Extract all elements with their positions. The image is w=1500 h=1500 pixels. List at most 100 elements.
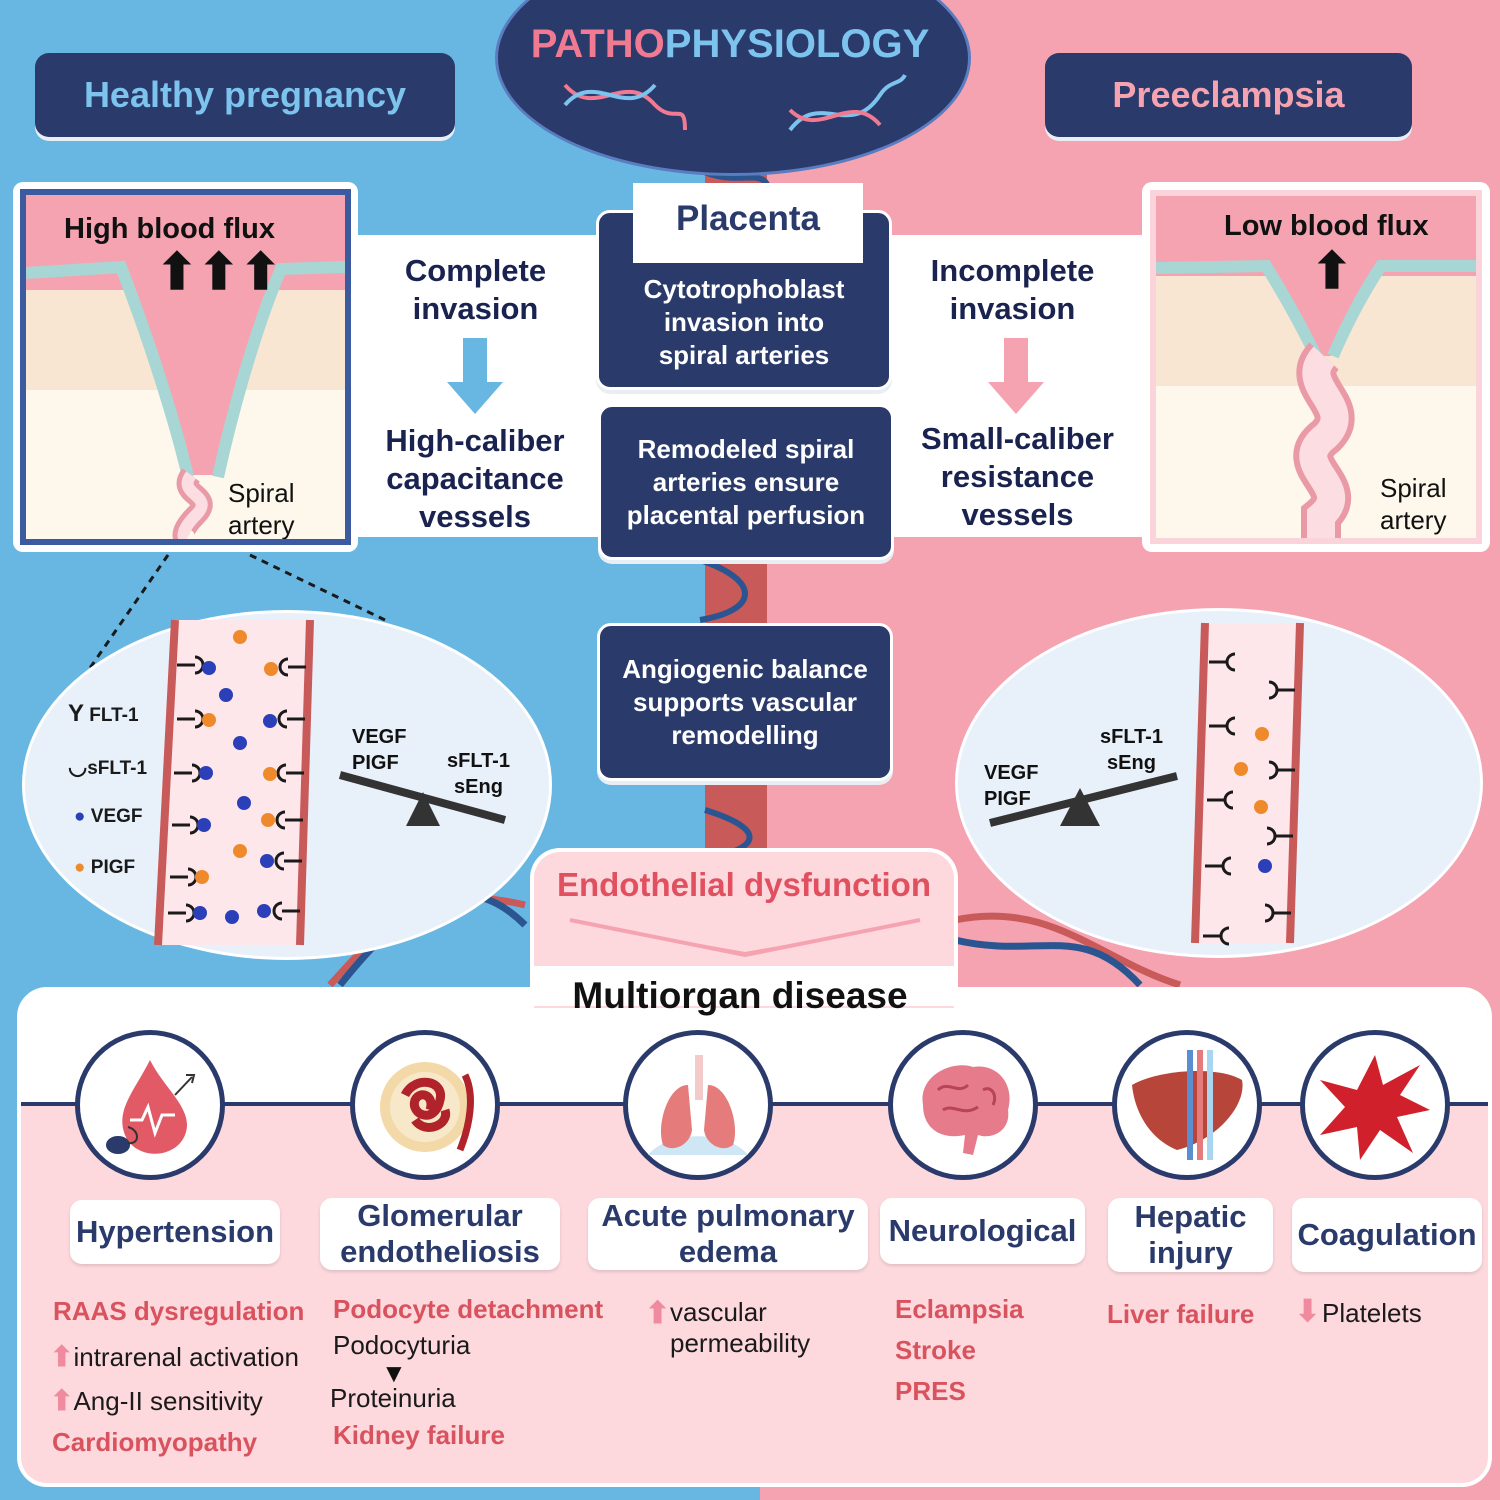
- incomplete-invasion-text: Incomplete invasion: [905, 252, 1120, 328]
- pulmonary-label-line2: edema: [678, 1234, 778, 1269]
- hypertension-circle: [75, 1030, 225, 1180]
- intrarenal-text: intrarenal activation: [73, 1342, 299, 1372]
- endothelial-dysfunction-label: Endothelial dysfunction: [556, 866, 931, 903]
- high-blood-flux-label: High blood flux: [64, 213, 276, 245]
- spiral-artery-label-line1: Spiral: [228, 478, 295, 508]
- legend-sflt1-label: sFLT-1: [87, 758, 148, 779]
- spiral-artery-label-line2: artery: [228, 510, 295, 540]
- legend-sflt1: ◡sFLT-1: [68, 754, 147, 780]
- remodeled-line3: placental perfusion: [626, 499, 866, 530]
- pigf-dot-icon: ●: [74, 857, 86, 878]
- healthy-artery-illustration: [26, 195, 345, 539]
- up-arrows-icon: ⬆⬆⬆: [156, 244, 282, 300]
- blood-drop-pressure-icon: [106, 1060, 196, 1154]
- kidney-glomerulus-icon: [380, 1062, 474, 1152]
- preeclampsia-balance-seng: sEng: [1107, 752, 1156, 774]
- hepatic-label-line2: injury: [1148, 1235, 1233, 1270]
- neurological-circle: [888, 1030, 1038, 1180]
- chevron-down-icon: [569, 918, 921, 958]
- small-caliber-text: Small-caliber resistance vessels: [900, 420, 1135, 534]
- hypertension-label: Hypertension: [70, 1200, 280, 1264]
- legend-vegf: ● VEGF: [74, 806, 143, 828]
- eclampsia-text: Eclampsia: [895, 1294, 1024, 1324]
- cardiomyopathy-text: Cardiomyopathy: [52, 1427, 258, 1457]
- high-caliber-text: High-caliber capacitance vessels: [360, 422, 590, 536]
- remodeled-line2: arteries ensure: [652, 466, 840, 497]
- preeclampsia-artery-illustration: [1156, 196, 1476, 538]
- angiogenic-line2: supports vascular: [633, 686, 857, 717]
- high-caliber-line1: High-caliber: [385, 423, 565, 458]
- spiral-artery-label-right-line1: Spiral: [1380, 473, 1447, 503]
- stroke-text: Stroke: [895, 1335, 976, 1365]
- remodeled-arteries-box: Remodeled spiral arteries ensure placent…: [598, 404, 894, 560]
- page-title: PATHOPHYSIOLOGY: [495, 22, 965, 67]
- healthy-pregnancy-header: Healthy pregnancy: [35, 53, 455, 137]
- cytotrophoblast-line3: spiral arteries: [658, 339, 830, 370]
- complete-invasion-line1: Complete: [404, 253, 547, 288]
- neurological-label: Neurological: [880, 1198, 1085, 1264]
- intrarenal-row: ⬆intrarenal activation: [50, 1340, 299, 1373]
- sflt1-icon: ◡: [68, 754, 88, 779]
- preeclampsia-balance-right-label: sFLT-1 sEng: [1100, 724, 1163, 776]
- podocyte-detachment-text: Podocyte detachment: [333, 1294, 604, 1324]
- legend-flt1: Y FLT-1: [68, 700, 139, 728]
- preeclampsia-artery-panel: Low blood flux ⬆ Spiral artery: [1150, 190, 1482, 544]
- healthy-balance-left-label: VEGF PIGF: [352, 724, 406, 776]
- angiogenic-line1: Angiogenic balance: [622, 653, 868, 684]
- pulmonary-circle: [623, 1030, 773, 1180]
- liver-failure-text: Liver failure: [1107, 1299, 1255, 1329]
- liver-icon: [1132, 1050, 1243, 1160]
- high-caliber-line3: vessels: [418, 499, 532, 534]
- healthy-balance-right-label: sFLT-1 sEng: [447, 748, 510, 800]
- zoom-lines: [88, 553, 386, 669]
- cytotrophoblast-line1: Cytotrophoblast: [643, 273, 845, 304]
- incomplete-invasion-line1: Incomplete: [930, 253, 1095, 288]
- legend-vegf-label: VEGF: [90, 806, 143, 827]
- spiral-artery-label-right: Spiral artery: [1380, 472, 1446, 536]
- coagulation-label: Coagulation: [1292, 1198, 1482, 1272]
- title-part-physiology: PHYSIOLOGY: [664, 22, 930, 66]
- down-arrow-pink-icon: [988, 338, 1044, 414]
- down-triangle-icon: ▼: [381, 1358, 407, 1388]
- preeclampsia-header: Preeclampsia: [1045, 53, 1412, 137]
- legend-flt1-label: FLT-1: [89, 705, 139, 726]
- incomplete-invasion-line2: invasion: [949, 291, 1076, 326]
- vascular-permeability-line2: permeability: [670, 1328, 811, 1358]
- healthy-balance-sflt1: sFLT-1: [447, 750, 510, 772]
- placenta-label: Placenta: [633, 183, 863, 263]
- angiogenic-balance-box: Angiogenic balance supports vascular rem…: [597, 623, 893, 781]
- up-arrow-icon: ⬆: [1311, 243, 1353, 299]
- healthy-balance-pigf: PIGF: [352, 752, 399, 774]
- legend-pigf: ● PIGF: [74, 857, 135, 879]
- healthy-vessel-lumen: [154, 619, 314, 946]
- remodeled-line1: Remodeled spiral: [637, 433, 855, 464]
- podocyturia-text: Podocyturia: [333, 1330, 471, 1360]
- glomerular-circle: [350, 1030, 500, 1180]
- preeclampsia-balance-scale: [989, 772, 1178, 827]
- up-arrow-pink-icon: ⬆: [50, 1385, 74, 1416]
- title-part-patho: PATHO: [530, 22, 665, 66]
- spiral-artery-label: Spiral artery: [228, 477, 295, 540]
- coagulation-circle: [1300, 1030, 1450, 1180]
- preeclampsia-balance-left-label: VEGF PIGF: [984, 760, 1038, 812]
- angiogenic-line3: remodelling: [671, 719, 819, 750]
- healthy-balance-scale: [338, 771, 507, 826]
- proteinuria-text: Proteinuria: [330, 1383, 456, 1413]
- glomerular-label-line2: endotheliosis: [340, 1234, 540, 1269]
- up-arrow-pink-icon: ⬆: [50, 1341, 74, 1372]
- spiral-artery-label-right-line2: artery: [1380, 505, 1447, 535]
- down-arrow-pink-icon: ⬇: [1295, 1295, 1321, 1328]
- complete-invasion-line2: invasion: [412, 291, 539, 326]
- pulmonary-label-line1: Acute pulmonary: [601, 1198, 855, 1233]
- vegf-dot-icon: ●: [74, 806, 86, 827]
- healthy-balance-vegf: VEGF: [352, 726, 407, 748]
- low-blood-flux-label: Low blood flux: [1224, 210, 1429, 242]
- glomerular-label-line1: Glomerular: [357, 1198, 523, 1233]
- legend-pigf-label: PIGF: [90, 857, 136, 878]
- angii-text: Ang-II sensitivity: [73, 1386, 263, 1416]
- pres-text: PRES: [895, 1376, 966, 1406]
- high-caliber-line2: capacitance: [386, 461, 564, 496]
- raas-text: RAAS dysregulation: [53, 1296, 305, 1326]
- healthy-balance-seng: sEng: [454, 776, 503, 798]
- vascular-permeability-text: vascular permeability: [670, 1297, 810, 1359]
